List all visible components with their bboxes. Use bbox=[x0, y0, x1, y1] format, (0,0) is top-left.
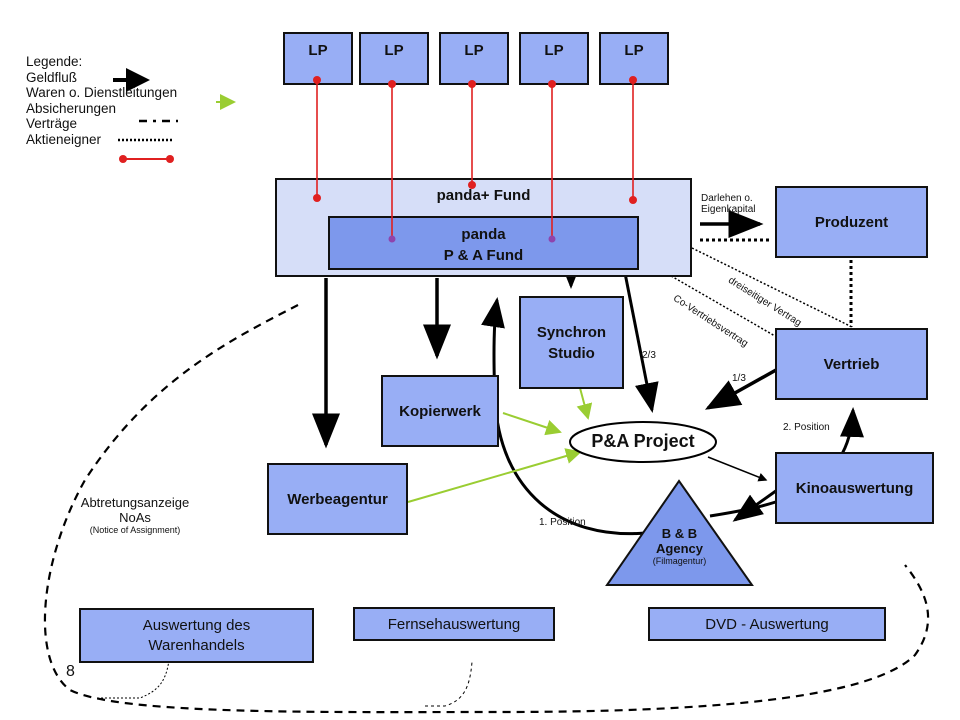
lp-box-3[interactable]: LP bbox=[439, 32, 509, 85]
lp-box-2[interactable]: LP bbox=[359, 32, 429, 85]
position1-label: 1. Position bbox=[539, 517, 586, 528]
kinoauswertung-box[interactable]: Kinoauswertung bbox=[775, 452, 934, 524]
flow-vertrieb-pa-one-third bbox=[704, 368, 777, 410]
lp-label: LP bbox=[624, 42, 644, 59]
agency-label-2: Agency bbox=[656, 541, 703, 556]
flow-pa-kino bbox=[707, 456, 768, 482]
warenhandel-box[interactable]: Auswertung des Warenhandels bbox=[79, 608, 314, 663]
contract-dreiseitig bbox=[691, 247, 853, 328]
securities-loop bbox=[43, 304, 930, 714]
legend-shareholder-dot bbox=[119, 155, 127, 163]
legend-shareholder-dot bbox=[166, 155, 174, 163]
vertrieb-box[interactable]: Vertrieb bbox=[775, 328, 928, 400]
kopierwerk-box[interactable]: Kopierwerk bbox=[381, 375, 499, 447]
lp-box-1[interactable]: LP bbox=[283, 32, 353, 85]
pa-project-label: P&A Project bbox=[591, 431, 695, 451]
fernseh-box[interactable]: Fernsehauswertung bbox=[353, 607, 555, 641]
flow-fund-pa-two-thirds bbox=[622, 267, 659, 413]
noas-line-3: (Notice of Assignment) bbox=[89, 525, 181, 535]
darlehen-label: Darlehen o. Eigenkapital bbox=[701, 193, 755, 215]
kopierwerk-label: Kopierwerk bbox=[399, 402, 481, 420]
goods-werbe-pa bbox=[407, 448, 582, 503]
legend-item-securities: Absicherungen bbox=[26, 100, 117, 116]
one-third-label: 1/3 bbox=[732, 373, 746, 384]
darlehen-label-2: Eigenkapital bbox=[701, 204, 756, 215]
agency-triangle[interactable] bbox=[605, 479, 754, 586]
produzent-box[interactable]: Produzent bbox=[775, 186, 928, 258]
panda-plus-fund-label: panda+ Fund bbox=[436, 187, 531, 204]
noas-line-2: NoAs bbox=[119, 510, 151, 525]
legend-item-contracts: Verträge bbox=[26, 116, 78, 131]
werbeagentur-box[interactable]: Werbeagentur bbox=[267, 463, 408, 535]
legend-item-money-flow: Geldfluß bbox=[26, 69, 78, 85]
dvd-box[interactable]: DVD - Auswertung bbox=[648, 607, 886, 641]
vertrieb-label: Vertrieb bbox=[823, 355, 880, 373]
legend-symbols bbox=[113, 68, 236, 163]
warenhandel-label-2: Warenhandels bbox=[148, 636, 245, 654]
werbeagentur-label: Werbeagentur bbox=[287, 490, 388, 508]
page-number: 8 bbox=[66, 663, 75, 680]
legend-item-shareholders: Aktieneigner bbox=[26, 131, 102, 147]
fernseh-label: Fernsehauswertung bbox=[387, 615, 521, 633]
produzent-label: Produzent bbox=[814, 213, 889, 231]
warenhandel-label-1: Auswertung des bbox=[142, 616, 251, 634]
dvd-label: DVD - Auswertung bbox=[705, 615, 829, 633]
darlehen-label-1: Darlehen o. bbox=[701, 193, 753, 204]
legend-item-goods-services: Waren o. Dienstleitungen bbox=[26, 85, 178, 100]
goods-kopierwerk-pa bbox=[502, 412, 562, 436]
synchron-studio-box[interactable]: Synchron Studio bbox=[519, 296, 624, 389]
legend: Legende: Geldfluß Waren o. Dienstleitung… bbox=[26, 54, 177, 147]
two-thirds-label: 2/3 bbox=[642, 350, 656, 361]
securities-tick-fernseh bbox=[425, 661, 473, 707]
legend-title: Legende: bbox=[26, 54, 83, 69]
lp-label: LP bbox=[384, 42, 404, 59]
synchron-label-1: Synchron bbox=[536, 323, 607, 341]
lp-label: LP bbox=[308, 42, 328, 59]
agency-label: B & B Agency (Filmagentur) bbox=[627, 526, 732, 567]
noas-line-1: Abtretungsanzeige bbox=[80, 495, 190, 510]
lp-label: LP bbox=[544, 42, 564, 59]
agency-label-3: (Filmagentur) bbox=[652, 556, 707, 566]
panda-pa-fund-box[interactable]: panda P & A Fund bbox=[328, 216, 639, 270]
panda-pa-fund-label-1: panda bbox=[461, 226, 506, 243]
flow-kino-agency bbox=[732, 486, 781, 522]
lp-box-5[interactable]: LP bbox=[599, 32, 669, 85]
lp-label: LP bbox=[464, 42, 484, 59]
synchron-label-2: Studio bbox=[548, 344, 595, 362]
position2-label: 2. Position bbox=[783, 422, 830, 433]
kinoauswertung-label: Kinoauswertung bbox=[795, 479, 914, 497]
goods-synchron-pa bbox=[576, 387, 593, 420]
agency-label-1: B & B bbox=[661, 526, 698, 541]
pa-project-ellipse[interactable] bbox=[569, 421, 717, 463]
panda-pa-fund-label-2: P & A Fund bbox=[443, 247, 524, 264]
lp-box-4[interactable]: LP bbox=[519, 32, 589, 85]
noas-annotation: Abtretungsanzeige NoAs (Notice of Assign… bbox=[55, 495, 215, 536]
